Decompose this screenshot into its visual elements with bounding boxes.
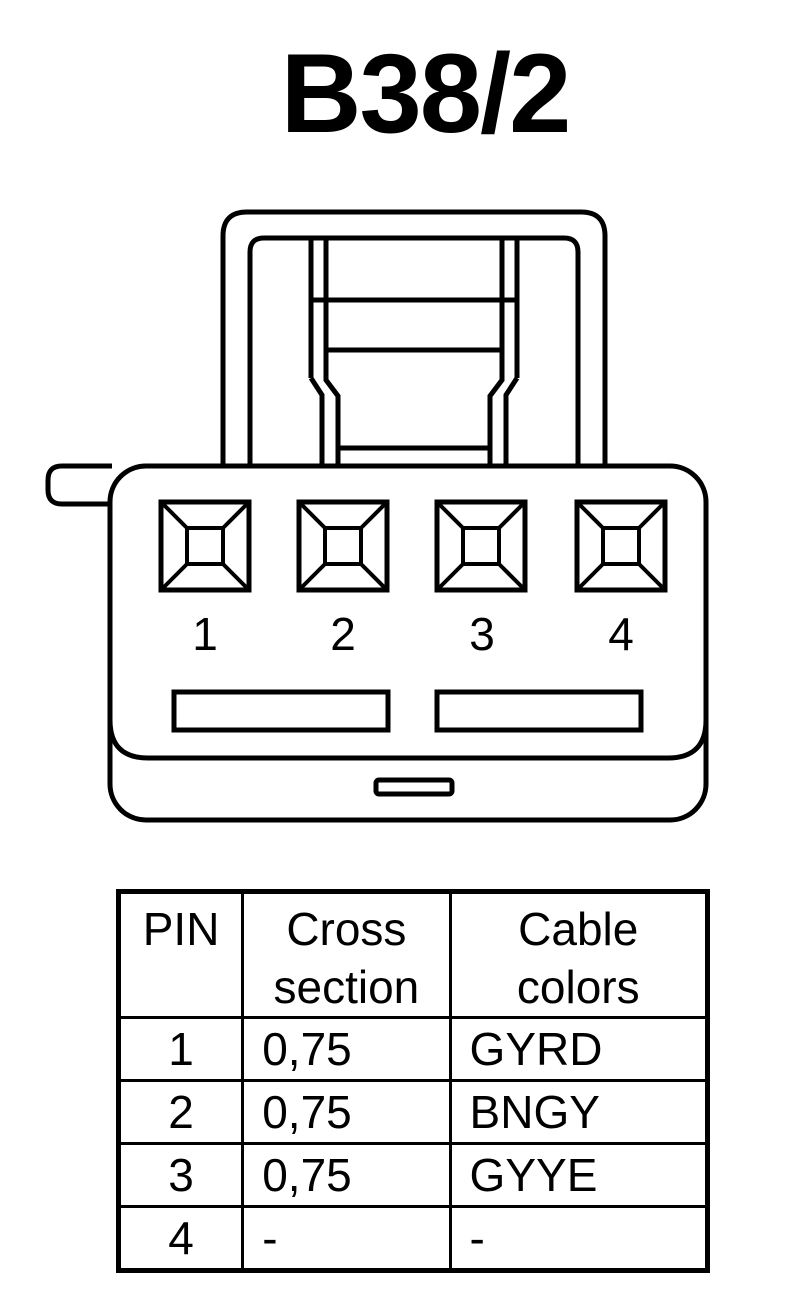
- table-row: 1 0,75 GYRD: [116, 1016, 710, 1082]
- table-row: 3 0,75 GYYE: [116, 1142, 710, 1208]
- pin-label-4: 4: [608, 608, 634, 660]
- pin-assignment-table: PIN Cross section Cable colors 1 0,75 GY…: [116, 889, 710, 1273]
- cell-pin: 1: [116, 1016, 245, 1082]
- connector-latch: [220, 209, 608, 466]
- cell-pin: 3: [116, 1142, 245, 1208]
- cell-cable-color: GYRD: [448, 1016, 710, 1082]
- pin-cavity-4: [574, 499, 668, 593]
- pin-cavity-1: [158, 499, 252, 593]
- pin-label-1: 1: [192, 608, 218, 660]
- header-pin: PIN: [116, 890, 245, 1019]
- cell-cable-color: GYYE: [448, 1142, 710, 1208]
- header-cable-colors: Cable colors: [448, 890, 710, 1019]
- pin-label-3: 3: [469, 608, 495, 660]
- header-cross-section: Cross section: [241, 890, 452, 1019]
- cell-cross-section: 0,75: [241, 1142, 452, 1208]
- cell-pin: 2: [116, 1079, 245, 1145]
- cell-cable-color: -: [448, 1205, 710, 1272]
- key-slot-right: [434, 689, 644, 733]
- cell-pin: 4: [116, 1205, 245, 1272]
- table-row: 4 - -: [116, 1205, 710, 1272]
- cell-cross-section: 0,75: [241, 1016, 452, 1082]
- connector-side-tab: [45, 463, 112, 507]
- connector-diagram: 1 2 3 4: [45, 209, 709, 823]
- pin-cavity-2: [296, 499, 390, 593]
- pin-cavities: [158, 499, 668, 593]
- table-row: 2 0,75 BNGY: [116, 1079, 710, 1145]
- table-header-row: PIN Cross section Cable colors: [116, 890, 710, 1019]
- cell-cable-color: BNGY: [448, 1079, 710, 1145]
- pin-cavity-3: [434, 499, 528, 593]
- cell-cross-section: -: [241, 1205, 452, 1272]
- key-slots: [171, 689, 644, 733]
- cell-cross-section: 0,75: [241, 1079, 452, 1145]
- pin-label-2: 2: [330, 608, 356, 660]
- connector-title: B38/2: [280, 31, 572, 156]
- key-slot-left: [171, 689, 391, 733]
